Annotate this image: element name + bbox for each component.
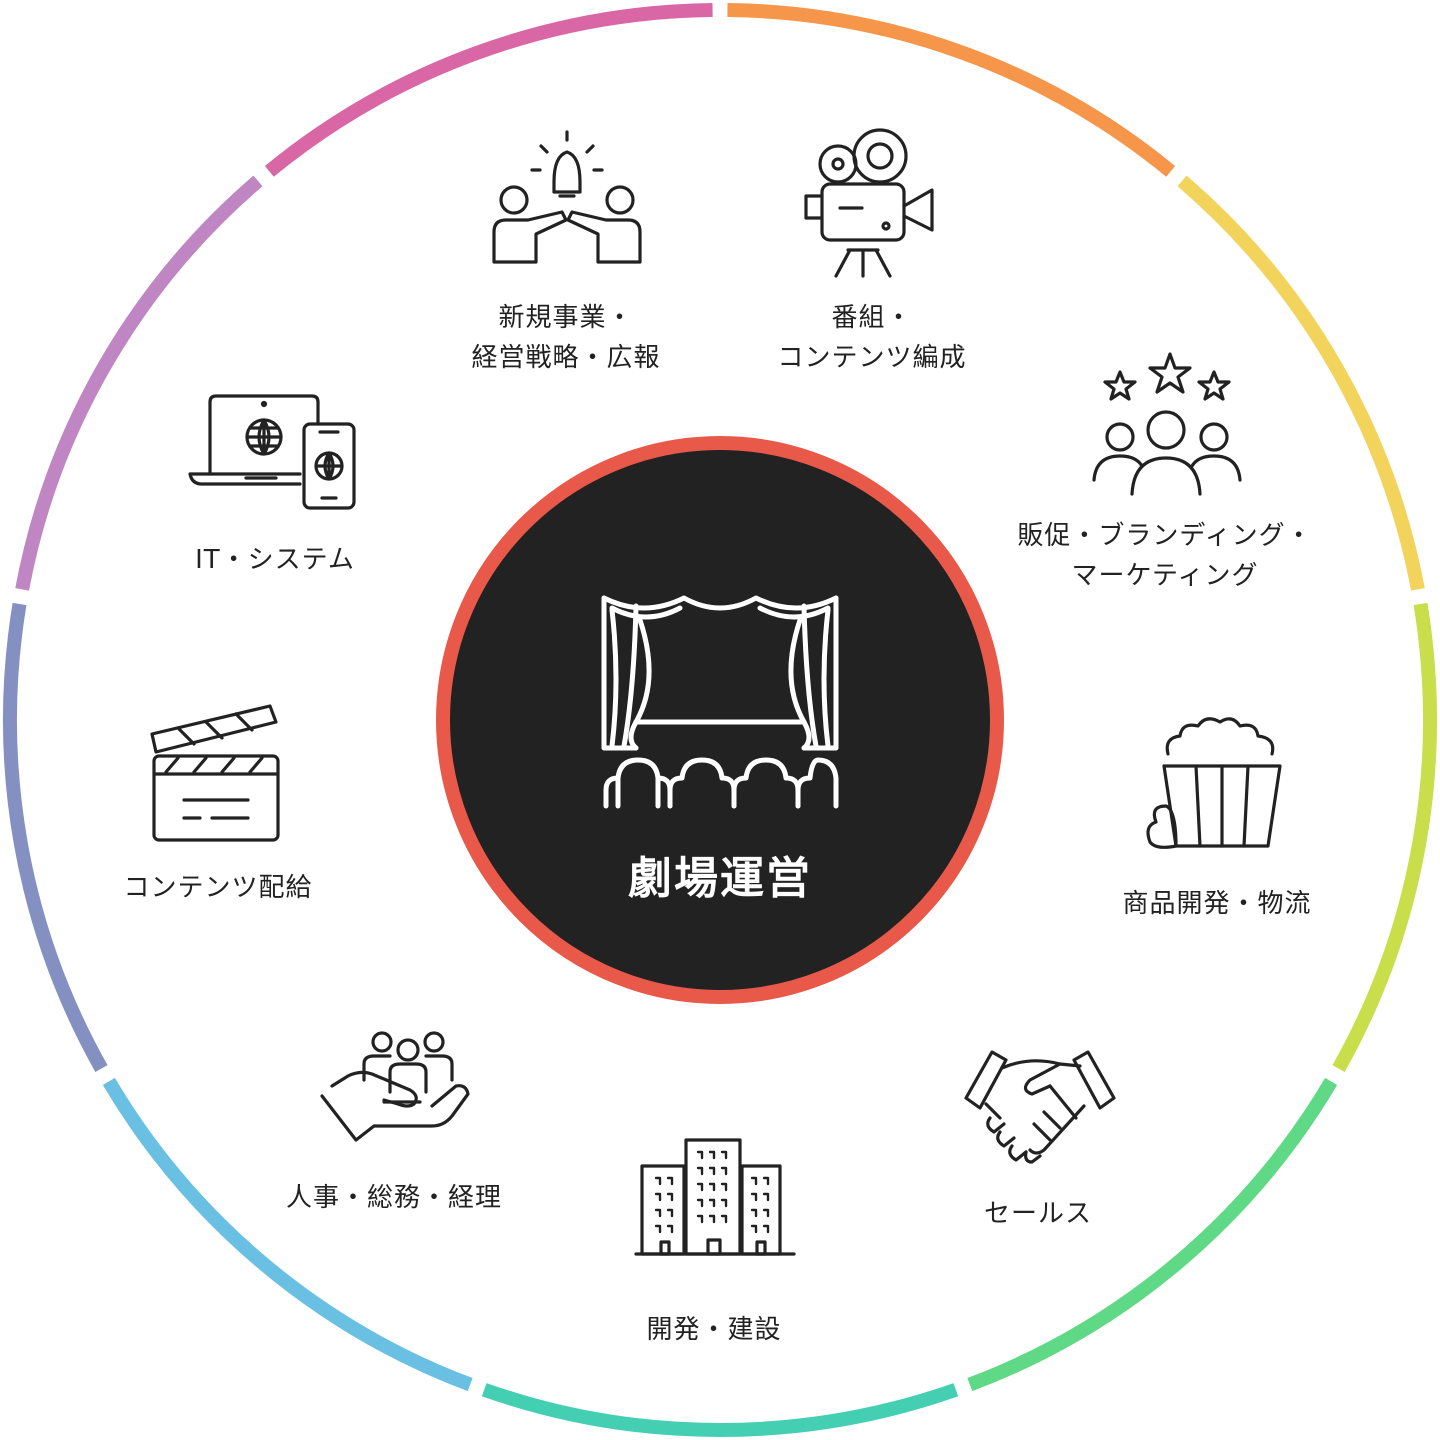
label-line: 番組・ [831, 303, 913, 333]
theater-stage-icon [601, 595, 839, 809]
ring-segment [102, 1077, 473, 1392]
label-distribution: コンテンツ配給 [123, 868, 312, 908]
label-line: 商品開発・物流 [1122, 889, 1312, 919]
audience-stars-icon [1092, 352, 1242, 496]
label-line: 人事・総務・経理 [285, 1183, 503, 1213]
hand-holding-people-icon [320, 1031, 470, 1142]
label-line: 新規事業・ [498, 303, 634, 333]
label-line: セールス [983, 1199, 1093, 1229]
popcorn-icon [1146, 717, 1282, 849]
ring-segment [1332, 602, 1437, 1072]
outer-color-ring [3, 3, 1437, 1437]
movie-camera-icon [804, 128, 934, 278]
label-construction: 開発・建設 [646, 1310, 781, 1350]
ring-segment [264, 3, 713, 177]
label-programming: 番組・ コンテンツ編成 [777, 298, 966, 378]
center-title: 劇場運営 [628, 853, 812, 904]
ring-segment [1177, 175, 1425, 591]
label-line: コンテンツ編成 [777, 343, 967, 373]
handshake-icon [964, 1050, 1116, 1164]
label-line: 販促・ブランディング・ [1017, 521, 1313, 551]
label-sales: セールス [984, 1194, 1092, 1234]
label-new-business: 新規事業・ 経営戦略・広報 [471, 298, 660, 378]
ring-segment [967, 1077, 1338, 1392]
buildings-icon [634, 1138, 796, 1256]
label-hr: 人事・総務・経理 [286, 1178, 502, 1218]
label-line: マーケティング [1071, 561, 1259, 591]
clapperboard-icon [150, 704, 280, 842]
devices-globe-icon [188, 394, 356, 510]
high-five-idea-icon [492, 130, 642, 264]
label-merchandise: 商品開発・物流 [1122, 884, 1311, 924]
label-line: IT・システム [195, 545, 355, 575]
label-line: 開発・建設 [646, 1315, 782, 1345]
ring-segment [15, 175, 263, 591]
ring-segment [727, 3, 1176, 177]
label-line: コンテンツ配給 [123, 873, 313, 903]
ring-segment [481, 1383, 959, 1437]
label-it: IT・システム [195, 540, 355, 580]
ring-segment [3, 602, 108, 1072]
label-line: 経営戦略・広報 [471, 343, 661, 373]
label-marketing: 販促・ブランディング・ マーケティング [1017, 516, 1312, 596]
